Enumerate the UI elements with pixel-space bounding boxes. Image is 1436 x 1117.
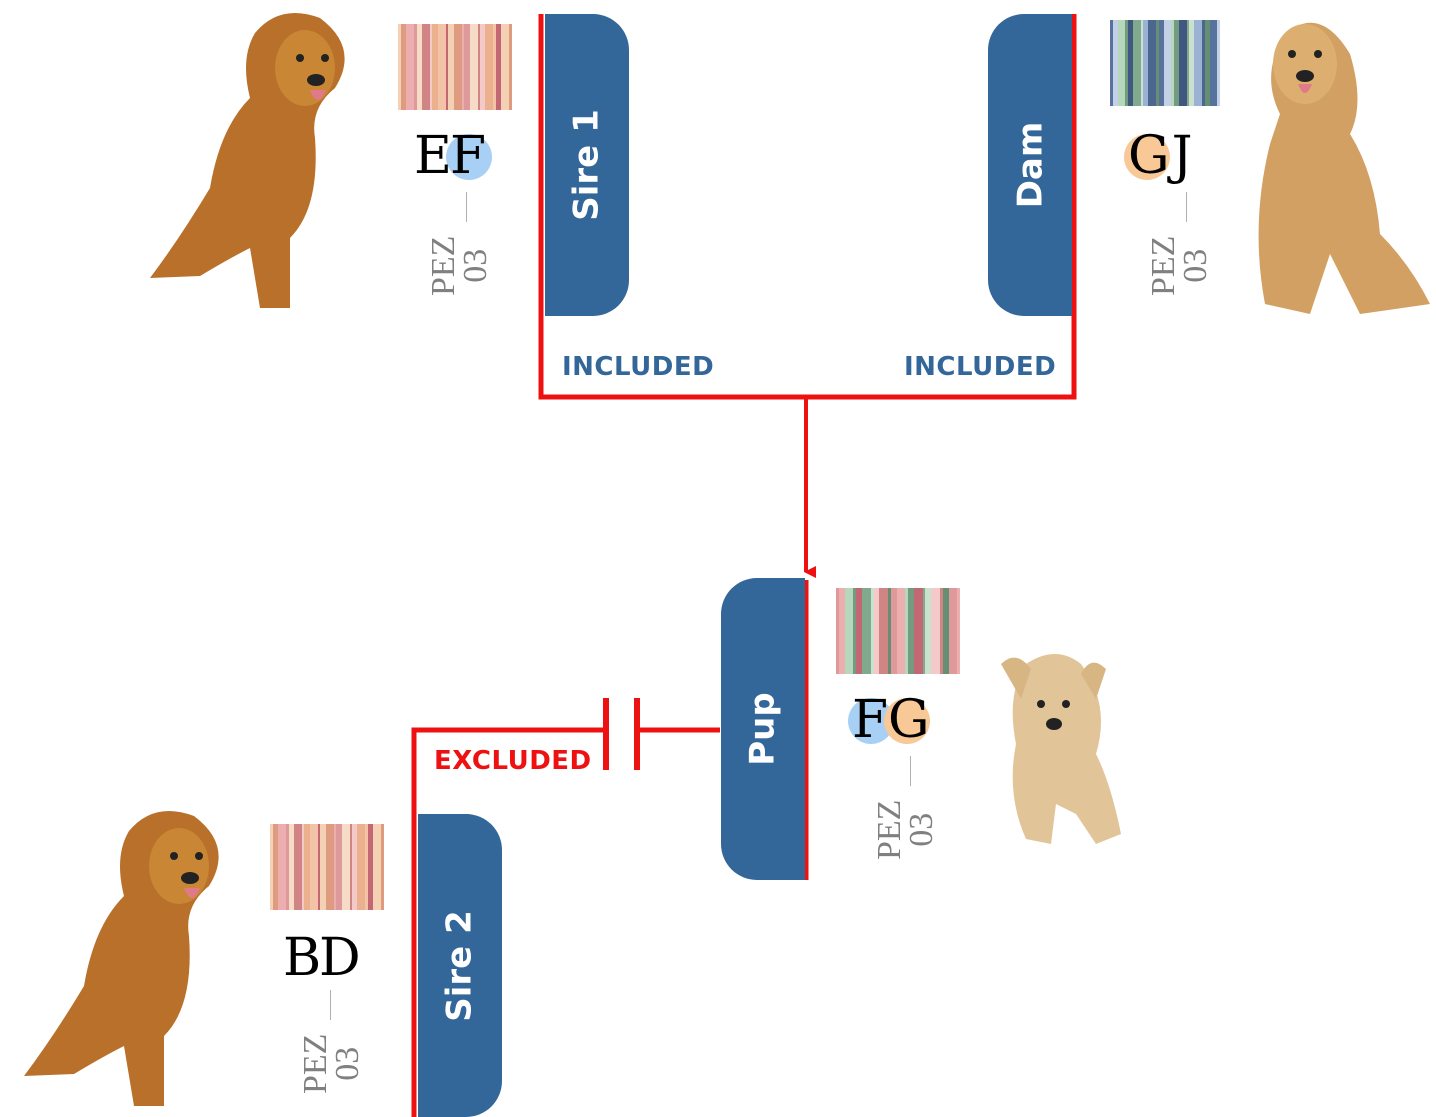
dam-allele-1: G [1124,128,1170,184]
pup-allele-1: F [848,692,894,748]
sire1-tab: Sire 1 [545,14,629,316]
pup-barcode [836,588,961,674]
sire1-status: INCLUDED [562,352,715,382]
dam-allele-2: J [1171,126,1193,186]
sire1-allele-2: F [446,128,492,184]
sire1-allele-1: E [414,126,452,186]
dam-status: INCLUDED [904,352,1057,382]
dam-tab: Dam [988,14,1072,316]
pup-image [996,644,1126,848]
pup-tab: Pup [721,578,805,880]
sire2-dog-image [14,806,236,1106]
sire2-genotype: B D [283,928,361,988]
sire2-barcode [270,824,384,910]
pup-genotype: F G [848,692,930,748]
sire2-allele-1: B [283,928,322,988]
sire2-tab: Sire 2 [418,814,502,1117]
dam-genotype: G J [1124,126,1200,186]
dam-barcode [1110,20,1220,106]
sire1-barcode [398,24,512,110]
sire2-link-line [411,727,606,1117]
dam-dog-image [1230,4,1436,320]
sire1-genotype: E F [414,126,492,186]
sire2-status: EXCLUDED [434,746,592,776]
sire2-allele-2: D [319,928,361,988]
pup-allele-2: G [884,692,930,748]
sire1-dog-image [140,8,365,308]
